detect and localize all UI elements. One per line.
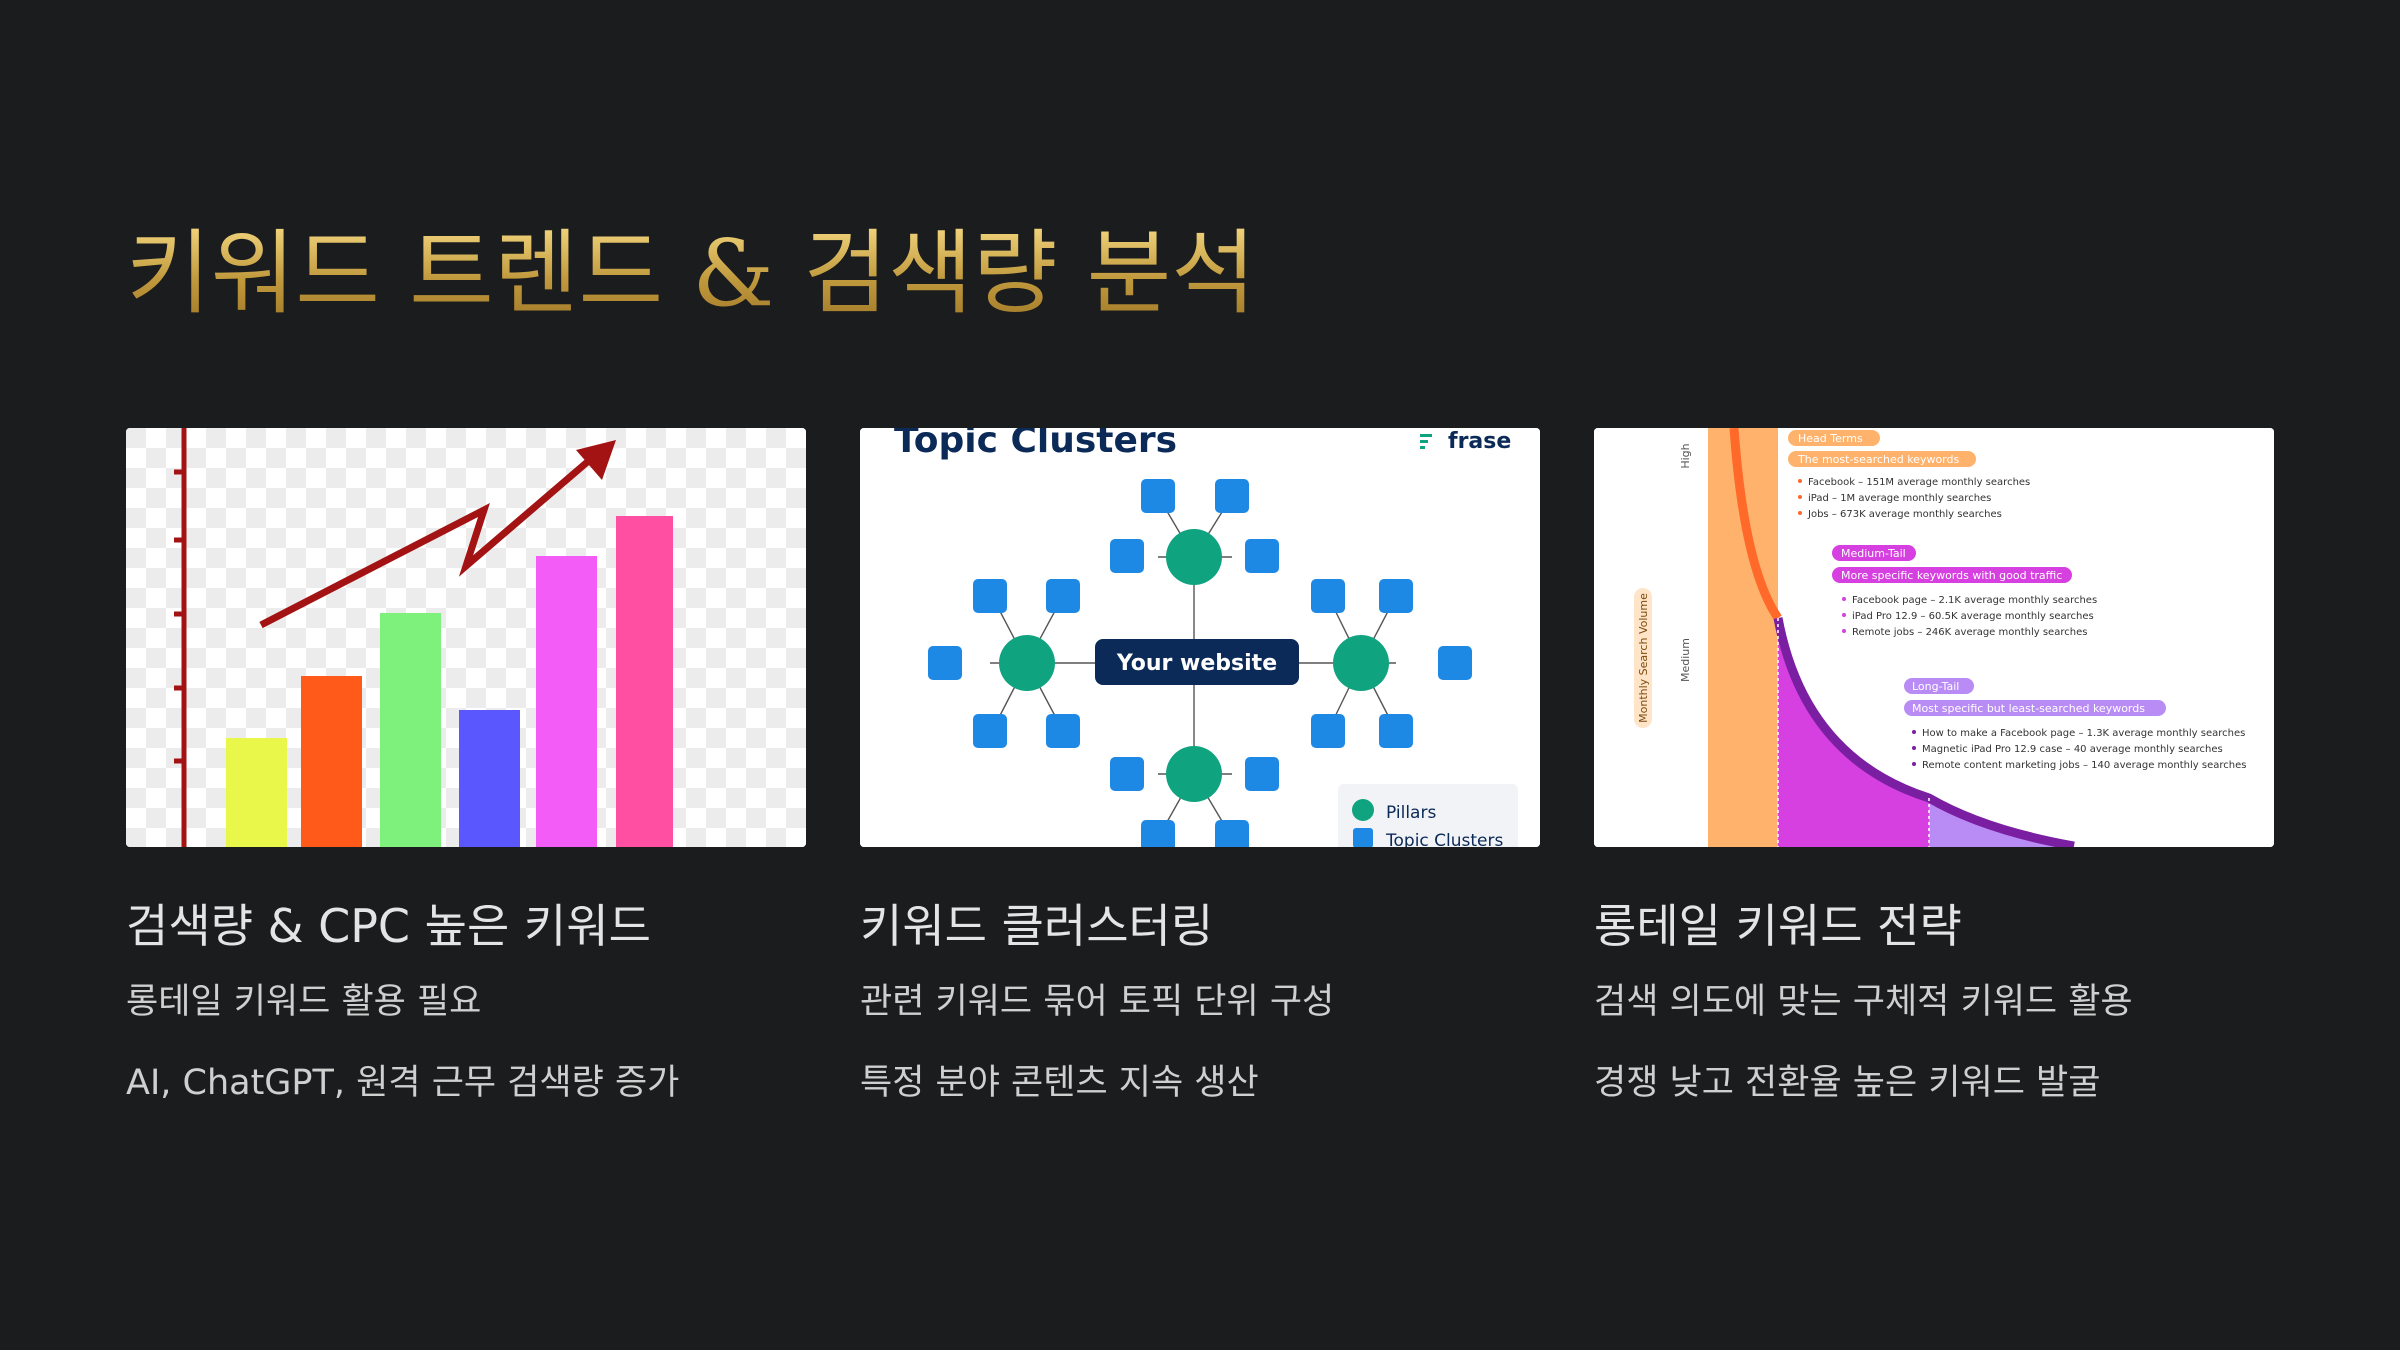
medium-item: Remote jobs – 246K average monthly searc…: [1852, 627, 2087, 638]
diagram-heading: Topic Clusters: [894, 428, 1177, 461]
level-medium-label: Medium: [1679, 638, 1692, 682]
frase-logo-icon: [1420, 434, 1432, 449]
bar-4: [459, 710, 520, 847]
long-tail-sub: Most specific but least-searched keyword…: [1912, 702, 2145, 715]
long-item: Magnetic iPad Pro 12.9 case – 40 average…: [1922, 744, 2223, 755]
brand-label: frase: [1448, 429, 1511, 454]
long-item: How to make a Facebook page – 1.3K avera…: [1922, 728, 2245, 739]
center-node-label: Your website: [1116, 651, 1277, 676]
trend-arrow: [259, 455, 595, 629]
card-text-topic-grouping: 관련 키워드 묶어 토픽 단위 구성: [860, 982, 1335, 1022]
legend-pillars: Pillars: [1386, 803, 1436, 823]
card-text-search-intent: 검색 의도에 맞는 구체적 키워드 활용: [1594, 982, 2133, 1022]
legend-topic-clusters: Topic Clusters: [1385, 831, 1503, 847]
medium-item: Facebook page – 2.1K average monthly sea…: [1852, 595, 2097, 606]
card-title-clustering: 키워드 클러스터링: [860, 899, 1214, 953]
topic-clusters-image: Topic Clusters frase: [860, 428, 1540, 847]
card-text-content-production: 특정 분야 콘텐츠 지속 생산: [860, 1063, 1259, 1103]
y-axis-label: Monthly Search Volume: [1637, 593, 1650, 723]
long-tail-tag: Long-Tail: [1912, 680, 1959, 693]
head-item: Facebook – 151M average monthly searches: [1808, 477, 2030, 488]
medium-item: iPad Pro 12.9 – 60.5K average monthly se…: [1852, 611, 2094, 622]
level-high-label: High: [1679, 443, 1692, 468]
card-title-longtail-strategy: 롱테일 키워드 전략: [1594, 899, 1962, 953]
head-item: iPad – 1M average monthly searches: [1808, 493, 1991, 504]
bar-6: [616, 516, 673, 847]
medium-tail-sub: More specific keywords with good traffic: [1841, 569, 2062, 582]
long-item: Remote content marketing jobs – 140 aver…: [1922, 760, 2246, 771]
bar-5: [536, 556, 597, 847]
card-title-search-volume: 검색량 & CPC 높은 키워드: [126, 899, 651, 953]
medium-tail-tag: Medium-Tail: [1841, 547, 1906, 560]
card-text-trend-increase: AI, ChatGPT, 원격 근무 검색량 증가: [126, 1063, 680, 1103]
bar-1: [226, 738, 287, 847]
head-item: Jobs – 673K average monthly searches: [1807, 509, 2002, 520]
bar-3: [380, 613, 441, 847]
long-tail-curve-image: High Medium Monthly Search Volume Head T…: [1594, 428, 2274, 847]
head-terms-tag: Head Terms: [1798, 432, 1863, 445]
card-text-longtail-needed: 롱테일 키워드 활용 필요: [126, 982, 482, 1022]
bar-2: [301, 676, 362, 847]
head-terms-sub: The most-searched keywords: [1797, 453, 1959, 466]
card-text-low-competition: 경쟁 낮고 전환율 높은 키워드 발굴: [1594, 1063, 2101, 1103]
trend-chart-image: [126, 428, 806, 847]
page-title: 키워드 트렌드 & 검색량 분석: [126, 220, 1256, 327]
